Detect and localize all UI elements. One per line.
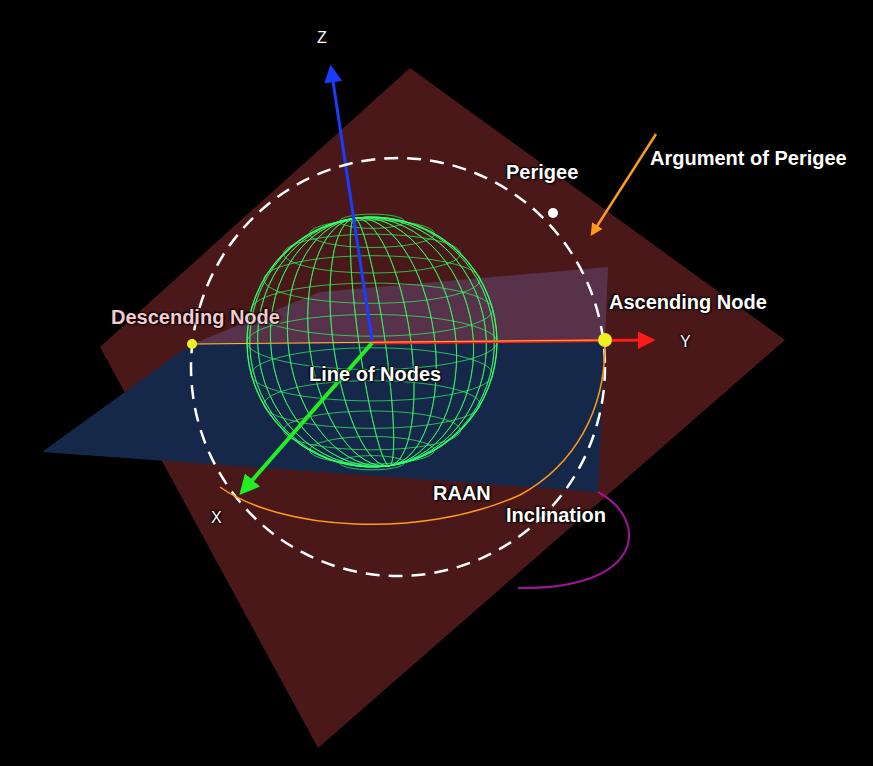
z-axis bbox=[331, 68, 372, 340]
angle-label: RAAN bbox=[433, 481, 491, 505]
orbit-path bbox=[191, 158, 605, 576]
perigee-dot bbox=[548, 208, 558, 218]
latitude-line bbox=[264, 256, 481, 304]
point-label: Descending Node bbox=[111, 305, 280, 329]
argument-arrow bbox=[592, 134, 656, 234]
angle-label: Inclination bbox=[506, 503, 606, 527]
ascending-node-dot bbox=[598, 333, 612, 347]
raan-arc bbox=[220, 345, 605, 524]
angle-label: Argument of Perigee bbox=[650, 146, 847, 170]
equatorial-plane bbox=[42, 342, 605, 492]
descending-node-dot bbox=[187, 339, 197, 349]
line-of-nodes bbox=[192, 340, 605, 344]
axis-label: Z bbox=[317, 26, 327, 50]
latitude-line bbox=[264, 381, 481, 429]
line-label: Line of Nodes bbox=[309, 362, 441, 386]
point-label: Ascending Node bbox=[609, 290, 767, 314]
point-label: Perigee bbox=[506, 160, 578, 184]
latitude-line bbox=[340, 214, 405, 228]
axis-label: Y bbox=[680, 330, 691, 354]
axis-label: X bbox=[211, 506, 222, 530]
